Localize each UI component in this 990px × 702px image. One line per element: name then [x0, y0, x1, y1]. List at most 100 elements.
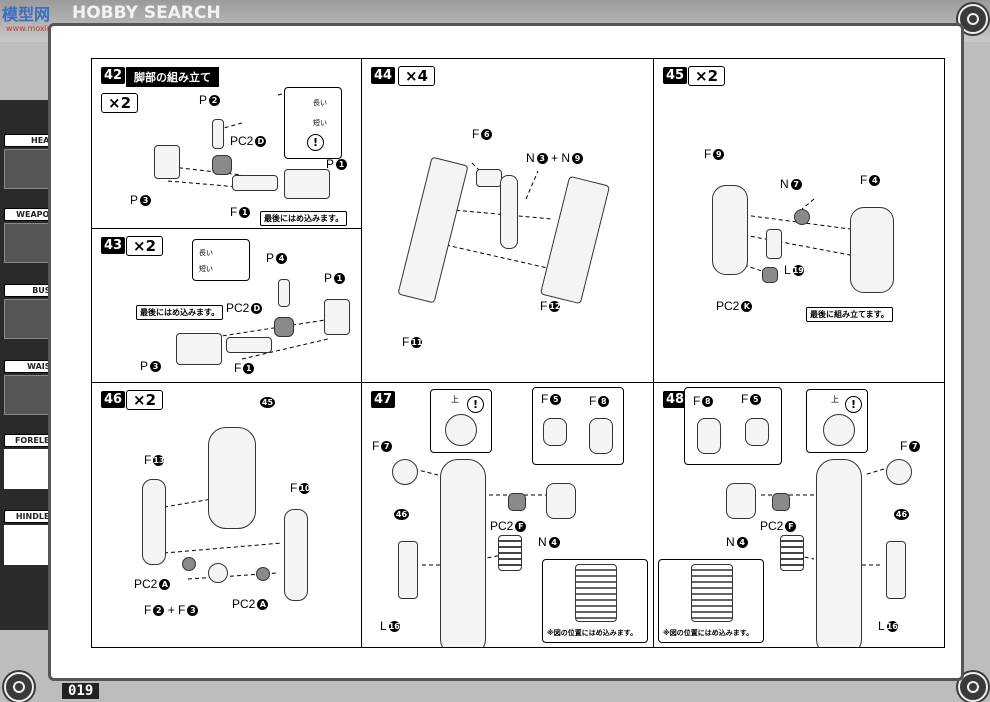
quantity-multiplier: ×2: [688, 66, 726, 86]
polycap-pc2a: [256, 567, 270, 581]
joint-detail: [823, 414, 855, 446]
knee-part-f8: [589, 418, 613, 454]
step-number: 48: [663, 391, 688, 408]
step-number: 47: [371, 391, 396, 408]
knee-subassembly: [546, 483, 576, 519]
step-title: 脚部の組み立て: [126, 67, 219, 87]
short-label: 短い: [199, 265, 213, 273]
spring-position-detail: [575, 564, 617, 622]
polycap-pc2f: [772, 493, 790, 511]
leg-part-p3: [154, 145, 180, 179]
pin-part-n7: [794, 209, 810, 225]
cap-part-f7: [392, 459, 418, 485]
note-label: ※図の位置にはめ込みます。: [663, 629, 754, 637]
link-part-p2: [212, 119, 224, 149]
knee-part-f8: [697, 418, 721, 454]
leg-part-p1: [324, 299, 350, 335]
leg-assembly-46: [440, 459, 486, 647]
piston-part-n3-n9: [500, 175, 518, 249]
joint-detail: [445, 414, 477, 446]
hip-part-f9: [712, 185, 748, 275]
assembly-arrows: [167, 88, 303, 190]
frame-part-f1: [232, 175, 278, 191]
armor-part-l16: [398, 541, 418, 599]
up-label: 上: [831, 395, 839, 404]
detail-callout: 長い 短い !: [284, 87, 342, 159]
armor-part-l16: [886, 541, 906, 599]
watermark-logo: 模型网: [2, 5, 51, 24]
detail-callout: 長い 短い: [192, 239, 250, 281]
step-number: 45: [663, 67, 688, 84]
quantity-multiplier: ×2: [126, 236, 164, 256]
corner-gear-icon: [958, 4, 988, 34]
quantity-multiplier: ×2: [126, 390, 164, 410]
caution-icon: !: [467, 396, 484, 413]
long-label: 長い: [199, 249, 213, 257]
leg-assembly-46: [816, 459, 862, 647]
watermark-url: www.moxing.net: [6, 24, 73, 33]
spring-position-detail: [691, 564, 733, 622]
cap-part-f7: [886, 459, 912, 485]
note-label: 最後に組み立てます。: [806, 307, 893, 322]
leg-frame-f13: [142, 479, 166, 565]
spring-part-n4: [498, 535, 522, 571]
short-label: 短い: [313, 119, 327, 127]
note-label: 最後にはめ込みます。: [260, 211, 348, 226]
position-detail-callout: ※図の位置にはめ込みます。: [658, 559, 764, 643]
page-number: 019: [62, 683, 100, 699]
step-number: 46: [101, 391, 126, 408]
shell-part-p3: [176, 333, 222, 365]
leg-frame-f10: [284, 509, 308, 601]
step-number: 42: [101, 67, 126, 84]
ref-step-46: 46: [394, 509, 409, 521]
link-part-p4: [278, 279, 290, 307]
shell-part-p1: [284, 169, 330, 199]
joint-part-l19: [766, 229, 782, 259]
joint-part-f2-f3: [208, 563, 228, 583]
long-label: 長い: [313, 99, 327, 107]
polycap-pc2a: [182, 557, 196, 571]
spring-part-n4: [780, 535, 804, 571]
hip-part-f4: [850, 207, 894, 293]
polycap-pc2d: [212, 155, 232, 175]
brand-watermark: HOBBY SEARCH: [72, 3, 221, 23]
